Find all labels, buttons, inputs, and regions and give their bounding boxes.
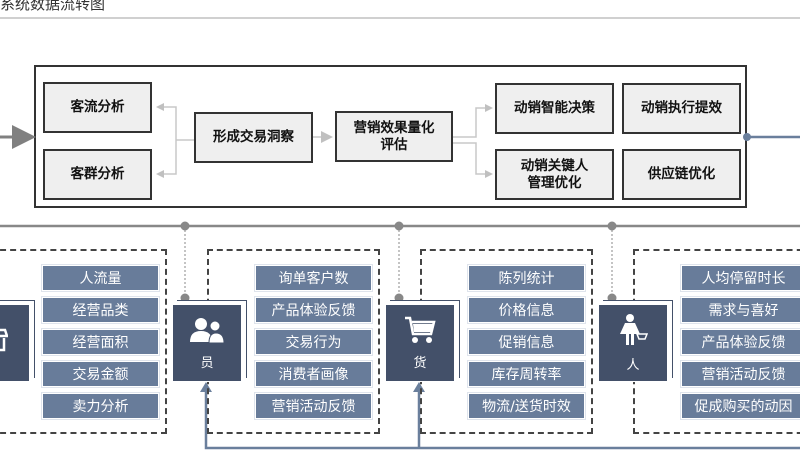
data-item: 产品体验反馈 <box>254 296 373 324</box>
people-label: 人 <box>626 357 640 373</box>
staff-card: 员 <box>172 304 242 382</box>
box-insight: 形成交易洞察 <box>194 112 313 163</box>
page-title: 系统数据流转图 <box>0 0 106 13</box>
data-item: 促销信息 <box>467 328 586 356</box>
data-item: 询单客户数 <box>254 264 373 292</box>
people-icon <box>190 317 225 343</box>
box-execution: 动销执行提效 <box>622 83 741 134</box>
data-item: 陈列统计 <box>467 264 586 292</box>
box-evaluate: 营销效果量化评估 <box>335 111 453 162</box>
data-item: 人均停留时长 <box>680 264 800 292</box>
box-key-person: 动销关键人管理优化 <box>495 149 614 200</box>
data-item: 库存周转率 <box>467 360 586 388</box>
group-store-frame <box>0 249 167 434</box>
data-item: 交易行为 <box>254 328 373 356</box>
data-item: 营销活动反馈 <box>680 360 800 388</box>
data-item: 促成购买的动因 <box>680 392 800 420</box>
box-customer-group: 客群分析 <box>43 149 152 200</box>
goods-card: 货 <box>385 304 455 382</box>
insight-split-arrows <box>158 106 194 175</box>
box-decision: 动销智能决策 <box>495 83 614 134</box>
store-card <box>0 304 30 382</box>
store-icon <box>0 328 8 352</box>
people-card: 人 <box>598 304 668 382</box>
data-item: 物流/送货时效 <box>467 392 586 420</box>
staff-label: 员 <box>200 355 214 371</box>
data-item: 卖力分析 <box>41 392 160 420</box>
cart-icon <box>405 316 436 343</box>
goods-label: 货 <box>413 355 427 371</box>
feedback-line <box>204 390 800 450</box>
data-item: 经营品类 <box>41 296 160 324</box>
data-item: 消费者画像 <box>254 360 373 388</box>
data-item: 价格信息 <box>467 296 586 324</box>
divider <box>0 17 800 19</box>
data-item: 营销活动反馈 <box>254 392 373 420</box>
box-customer-flow: 客流分析 <box>43 82 152 133</box>
box-supply-chain: 供应链优化 <box>622 149 741 200</box>
eval-split-arrows <box>453 107 490 175</box>
shopper-icon <box>620 313 648 345</box>
data-item: 需求与喜好 <box>680 296 800 324</box>
data-item: 经营面积 <box>41 328 160 356</box>
data-item: 交易金额 <box>41 360 160 388</box>
data-item: 产品体验反馈 <box>680 328 800 356</box>
data-item: 人流量 <box>41 264 160 292</box>
